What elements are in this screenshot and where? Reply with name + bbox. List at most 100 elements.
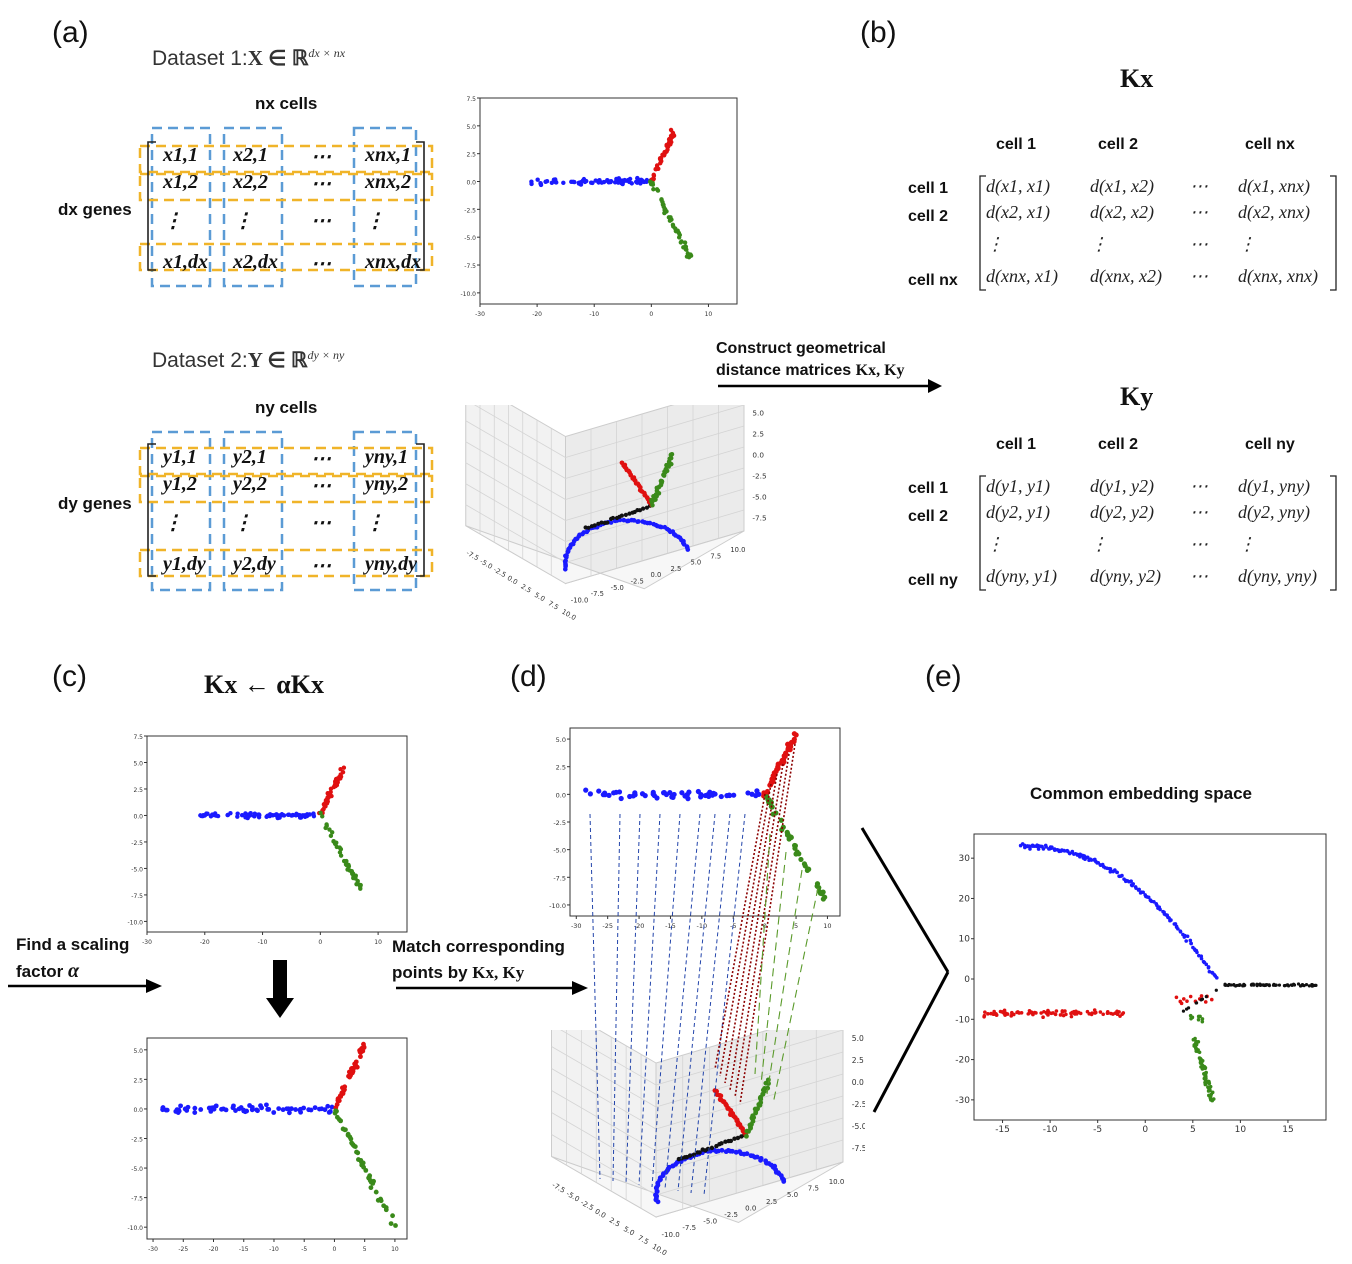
matrix-cell: ⋮	[365, 210, 385, 232]
blue-point	[1158, 907, 1162, 912]
green-point	[1194, 1046, 1198, 1051]
blue-point	[1036, 847, 1041, 851]
blue-point	[590, 180, 595, 186]
x-tick-label: -15	[995, 1125, 1010, 1135]
x-tick-label: -7.5	[465, 549, 480, 563]
matrix-cell: xnx,dx	[365, 251, 422, 273]
blue-point	[274, 812, 279, 817]
green-point	[765, 1085, 771, 1091]
blue-point	[749, 791, 755, 797]
blue-point	[182, 1106, 188, 1112]
grid-line	[465, 483, 566, 542]
red-point	[989, 1011, 993, 1016]
matrix-cell: ⋯	[311, 173, 331, 195]
black-point	[619, 513, 624, 518]
y-tick-label: -7.5	[591, 590, 604, 598]
green-point	[1208, 1084, 1213, 1089]
x-tick-label: 0	[1142, 1125, 1148, 1135]
blue-point	[593, 178, 598, 183]
blue-point	[1044, 845, 1048, 849]
black-point	[1238, 983, 1242, 987]
red-point	[1101, 1012, 1105, 1017]
z-tick-label: -7.5	[752, 514, 766, 523]
blue-point	[293, 1107, 299, 1112]
green-point	[671, 224, 676, 229]
y-tick-label: -5.0	[611, 584, 624, 592]
blue-point	[622, 177, 627, 183]
blue-point	[209, 813, 214, 818]
k-cell: ⋮	[1090, 234, 1108, 254]
black-point	[1265, 983, 1269, 987]
red-point	[1051, 1011, 1055, 1015]
dataset2-title: Dataset 2:Y ∈ ℝdy × ny	[152, 348, 345, 372]
red-point	[1069, 1014, 1074, 1019]
red-point	[334, 1102, 340, 1107]
blue-point	[1085, 855, 1090, 860]
green-point	[796, 851, 802, 857]
green-point	[1200, 1017, 1205, 1021]
black-point	[1292, 983, 1297, 987]
blue-point	[1185, 934, 1190, 939]
black-point	[605, 520, 610, 525]
grid-line	[551, 1046, 657, 1108]
blue-point	[259, 1105, 265, 1111]
x-tick-label: -20	[200, 939, 210, 946]
red-correspondence-line	[739, 743, 796, 1105]
red-point	[1071, 1010, 1075, 1015]
y-tick-label: -2.5	[724, 1210, 738, 1219]
blue-point	[1152, 899, 1156, 904]
axes-3d	[465, 405, 745, 590]
blue-point	[614, 176, 619, 182]
blue-point	[679, 790, 685, 796]
green-point	[1196, 1017, 1201, 1022]
blue-point	[667, 790, 673, 796]
green-point	[798, 856, 804, 863]
blue-correspondence-line	[703, 813, 746, 1196]
blue-point	[304, 812, 310, 817]
black-point	[623, 512, 628, 518]
red-point	[1115, 1012, 1120, 1017]
panel-label-d: (d)	[510, 660, 547, 693]
k-cell: d(y2, yny)	[1238, 502, 1310, 522]
scaling-arrow	[8, 979, 162, 993]
kx-title: Kx	[1120, 64, 1154, 93]
black-point	[1304, 983, 1309, 987]
pane	[465, 525, 745, 590]
y-tick-label: 2.5	[133, 1077, 143, 1084]
plot-d-top: -30-25-20-15-10-50510-10.0-7.5-5.0-2.50.…	[549, 727, 841, 930]
black-point	[684, 1154, 689, 1160]
k-col-header: cell 2	[1098, 436, 1139, 453]
blue-point	[572, 179, 577, 185]
matrix-cell: xnx,1	[365, 144, 412, 166]
y-tick-label: -10.0	[549, 902, 566, 910]
grid-line	[655, 1030, 844, 1086]
y-tick-label: 5.0	[133, 760, 143, 767]
k-cell: d(yny, y1)	[986, 566, 1057, 586]
k-cell: ⋯	[1190, 502, 1208, 522]
red-point	[354, 1064, 360, 1070]
blue-point	[629, 181, 635, 186]
blue-point	[731, 792, 737, 798]
green-correspondence-line	[766, 869, 803, 1095]
matrix-cell: xnx,2	[365, 171, 412, 193]
ky-title: Ky	[1120, 382, 1154, 411]
y-tick-label: 0.0	[745, 1203, 757, 1212]
red-point	[619, 460, 625, 466]
blue-point	[1215, 976, 1219, 980]
x-tick-label: -10	[258, 939, 268, 946]
k-cell: ⋯	[1190, 566, 1208, 586]
x-tick-label: -5.0	[478, 557, 493, 571]
down-arrow	[266, 960, 294, 1018]
red-point	[1199, 994, 1204, 998]
red-point	[768, 780, 774, 786]
z-tick-label: -2.5	[752, 472, 766, 481]
blue-point	[280, 1107, 286, 1113]
y-tick-label: 2.5	[466, 152, 476, 159]
matrix-cell: y1,dy	[163, 553, 206, 575]
green-point	[352, 1144, 358, 1150]
blue-correspondence-line	[690, 813, 731, 1194]
blue-point	[265, 1106, 271, 1112]
matrix-cell: yny,1	[365, 446, 409, 468]
red-point	[659, 158, 664, 164]
red-point	[342, 1084, 348, 1090]
